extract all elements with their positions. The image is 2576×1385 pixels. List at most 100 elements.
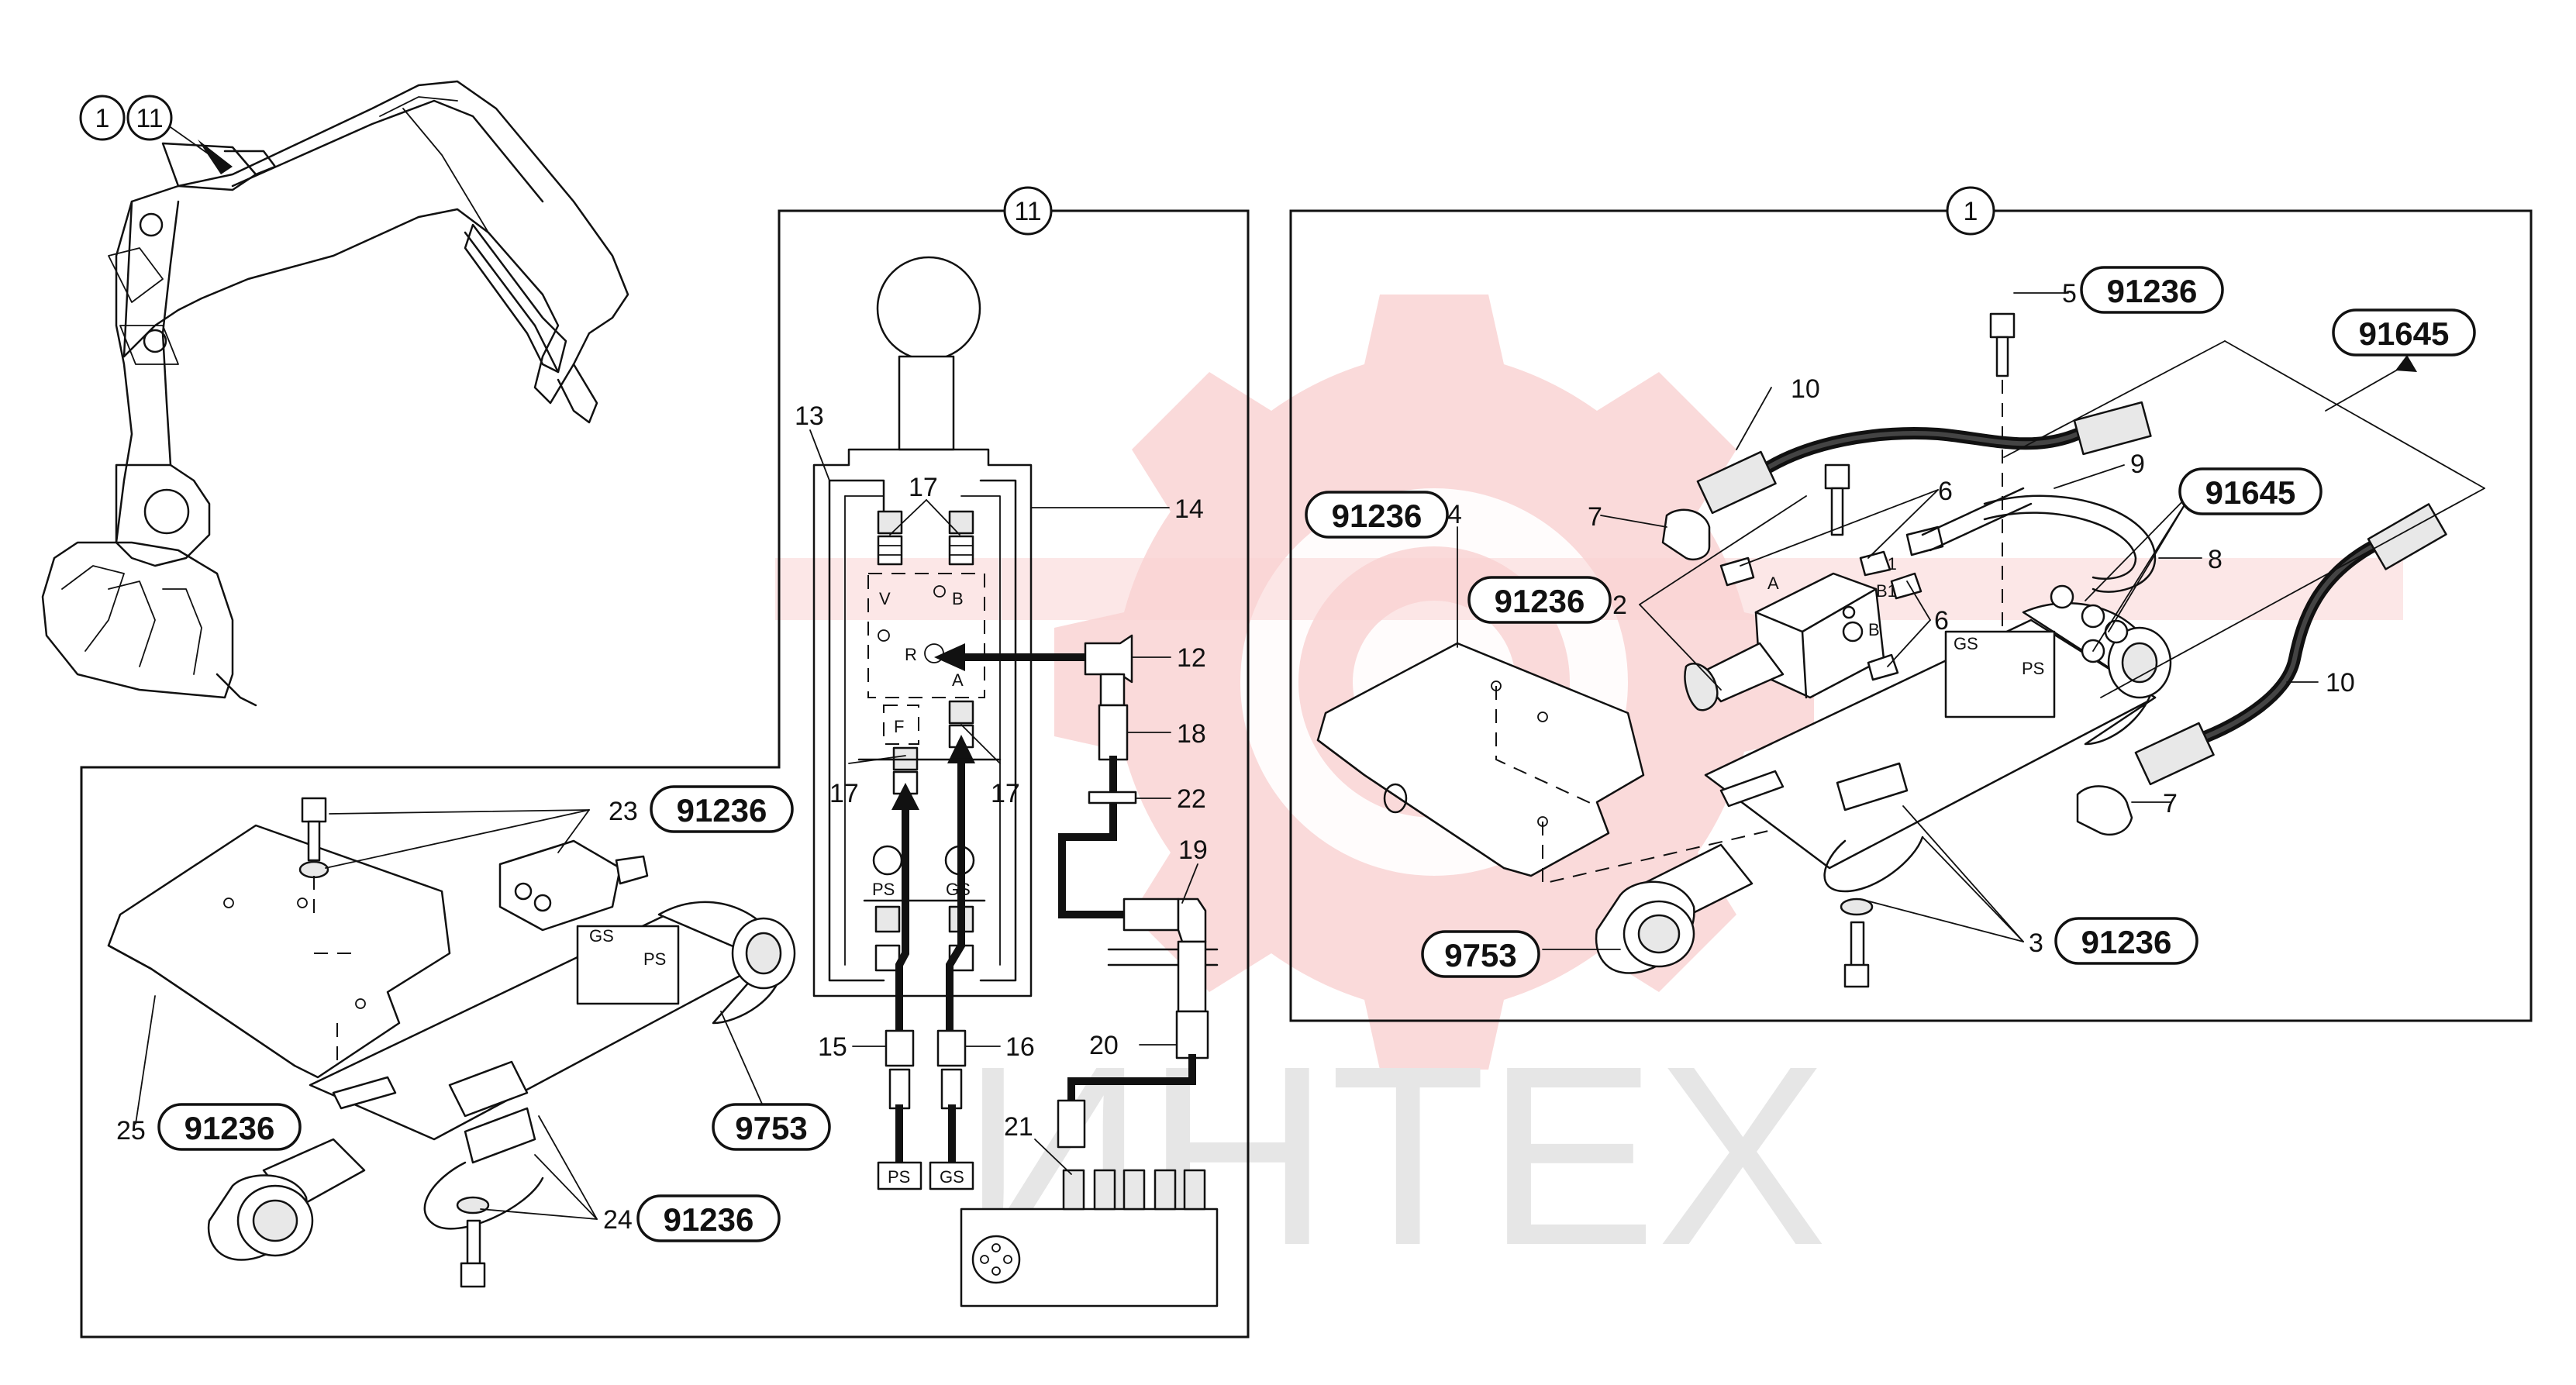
left-callouts: 23 25 24: [116, 797, 768, 1235]
badge-9753-left: 9753: [735, 1110, 807, 1146]
cylinder-head-left: [576, 925, 680, 1005]
panel-1-callout: 1: [1964, 197, 1978, 226]
cyl-gs-left: GS: [589, 926, 614, 946]
cyl-gs-right: GS: [1954, 634, 1978, 653]
hose-10-top-start: [1696, 450, 1777, 515]
hose-end-19: [1122, 897, 1180, 932]
elbow-7-top: [1661, 508, 1711, 561]
manifold-fittings: [1062, 1169, 1206, 1211]
hose-end-16: [936, 1029, 967, 1067]
coupling-17-bottom-left: [892, 746, 919, 795]
badge-91236-left: 91236: [1332, 498, 1422, 534]
hose-end-15: [885, 1029, 915, 1067]
clamp-22: [1088, 791, 1137, 804]
schematic-callouts: 13 14 17 17 17 12 18 22 19 20 21 15 16: [795, 401, 1208, 1175]
callout-17-right: 17: [991, 779, 1020, 808]
cover-plate-25: [107, 824, 451, 1079]
valve-block-left: [498, 839, 622, 932]
hose-10-right-end: [2367, 503, 2447, 570]
callout-19: 19: [1178, 835, 1208, 865]
end-cap-gs: [929, 1161, 974, 1190]
arrow-91645-icon: [2395, 355, 2417, 372]
badge-91236-bracket: 91236: [2081, 924, 2172, 960]
valve-port-r: R: [905, 645, 917, 664]
coupling-17-top-right: [948, 510, 974, 566]
badge-91236-23: 91236: [677, 792, 767, 829]
cyl-ps-left: PS: [643, 949, 666, 969]
overview-callouts: 1 11: [79, 95, 173, 141]
badge-91236-24: 91236: [664, 1201, 754, 1238]
callout-20: 20: [1089, 1031, 1119, 1060]
panel-callouts: 11 1: [1003, 186, 1995, 236]
callout-6-top: 6: [1938, 477, 1953, 506]
callout-7-bottom: 7: [2163, 789, 2178, 818]
overview-callout-11: 11: [136, 104, 163, 133]
callout-16: 16: [1005, 1032, 1035, 1062]
hose-10-right-start: [2134, 722, 2215, 786]
callout-25: 25: [116, 1116, 146, 1146]
left-cylinder-assembly: GS PS: [107, 797, 796, 1288]
valve-port-f: F: [894, 717, 904, 736]
callout-4: 4: [1447, 500, 1462, 529]
callout-2: 2: [1612, 591, 1627, 620]
port-ps-label: PS: [872, 880, 895, 899]
valve-housing: [812, 448, 1033, 997]
joystick-knob: [876, 256, 981, 361]
right-callouts: 10 10 5 7 7 6 6 9 8 2 4 3: [1447, 279, 2485, 958]
callout-3: 3: [2029, 929, 2043, 958]
hose-10-top-end: [2073, 401, 2152, 456]
valve-port-b: B: [952, 589, 964, 608]
overview-callout-1: 1: [95, 104, 110, 133]
cyl-ps-right: PS: [2022, 659, 2044, 678]
excavator-arm-overview: [41, 80, 629, 707]
block-port-b: B: [1868, 620, 1880, 639]
badge-9753-right: 9753: [1444, 937, 1516, 973]
callout-10-top: 10: [1791, 374, 1820, 404]
callout-5: 5: [2062, 279, 2077, 308]
valve-block-dashed: [867, 573, 985, 698]
filter-block-dashed: [883, 705, 919, 745]
panel-1-frame: [1289, 209, 2533, 1022]
badge-91236-valve: 91236: [1495, 583, 1585, 619]
end-cap-ps-label: PS: [888, 1167, 910, 1187]
end-cap-ps: [877, 1161, 922, 1190]
flow-arrow-gs-icon: [947, 735, 975, 763]
manifold-block: [960, 1208, 1219, 1307]
callout-15: 15: [818, 1032, 847, 1062]
callout-13: 13: [795, 401, 824, 431]
flow-arrow-ps-icon: [891, 783, 919, 810]
end-cap-gs-label: GS: [940, 1167, 964, 1187]
valve-port-a: A: [952, 670, 964, 690]
callout-6-bottom: 6: [1934, 606, 1949, 636]
panel-11-frame: [80, 209, 1250, 1338]
part-number-badges: 91236 91645 91645 91236 91236 91236 9753…: [157, 266, 2476, 1242]
callout-23: 23: [609, 797, 638, 826]
elbow-fitting-12: [1084, 634, 1133, 684]
cylinder-head-right: [1944, 630, 2056, 718]
callout-21: 21: [1004, 1112, 1033, 1142]
callout-9: 9: [2130, 450, 2145, 479]
callout-24: 24: [603, 1205, 633, 1235]
coupling-17-top-left: [877, 510, 903, 566]
block-port-a: A: [1767, 574, 1779, 593]
panel-11-callout: 11: [1014, 197, 1041, 226]
callout-7-top: 7: [1588, 502, 1602, 532]
badge-91645-top: 91645: [2359, 315, 2450, 352]
pressure-arrow-icon: [934, 643, 965, 671]
panel-frames: [80, 209, 2533, 1338]
callout-17-left: 17: [829, 779, 859, 808]
right-cylinder-assembly: GS PS A A1 B1 B: [1316, 312, 2172, 988]
callout-8: 8: [2208, 545, 2223, 574]
callout-17-top: 17: [909, 473, 938, 502]
hose-end-18: [1098, 704, 1129, 761]
callout-14: 14: [1174, 494, 1204, 524]
badge-91645-mid: 91645: [2205, 474, 2296, 511]
badge-91236-25: 91236: [184, 1110, 275, 1146]
joystick-shaft: [898, 355, 955, 451]
overview-pointer-arrow-icon: [198, 140, 233, 174]
valve-port-v: V: [879, 589, 891, 608]
callout-18: 18: [1177, 719, 1206, 749]
badge-91236-top: 91236: [2107, 273, 2198, 309]
callout-12: 12: [1177, 643, 1206, 673]
